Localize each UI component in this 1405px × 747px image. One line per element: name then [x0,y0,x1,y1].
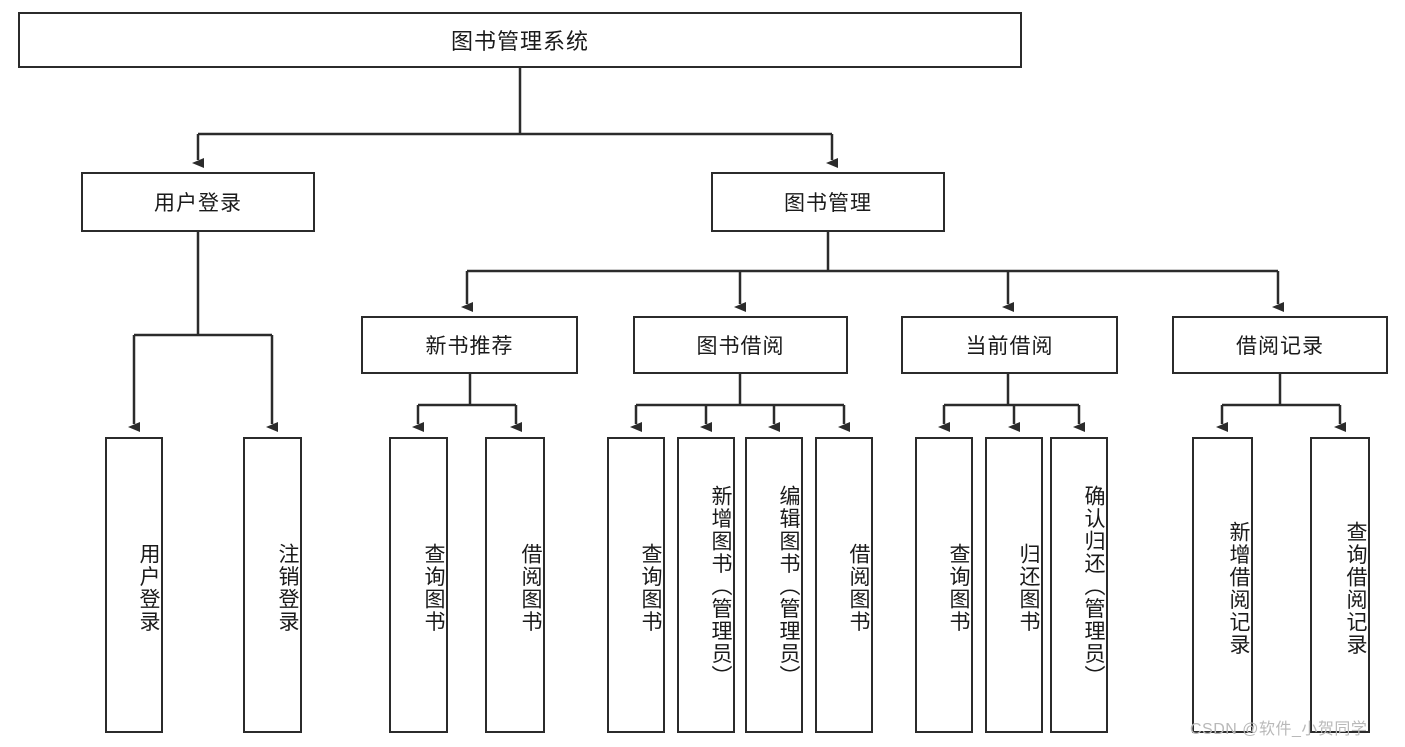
leaf-borrow-book[interactable]: 借阅图书 [815,437,873,733]
node-label: 借阅图书 [847,543,870,633]
node-label: 查询图书 [422,543,445,633]
node-label: 注销登录 [276,543,299,633]
node-label: 新增借阅记录 [1227,520,1250,656]
node-new-book-recommend[interactable]: 新书推荐 [361,316,578,374]
node-label: 新书推荐 [425,335,514,358]
leaf-query-book-borrow[interactable]: 查询图书 [607,437,665,733]
node-label: 图书管理 [784,192,872,215]
leaf-confirm-return-admin[interactable]: 确认归还（管理员） [1050,437,1108,733]
leaf-query-borrow-record[interactable]: 查询借阅记录 [1310,437,1370,733]
leaf-user-login[interactable]: 用户登录 [105,437,163,733]
node-label: 图书借阅 [696,335,785,358]
node-label: 归还图书 [1017,543,1040,633]
node-label: 用户登录 [137,543,160,633]
node-root-system[interactable]: 图书管理系统 [18,12,1022,68]
node-book-borrow[interactable]: 图书借阅 [633,316,848,374]
node-label: 查询图书 [639,543,662,633]
node-label: 查询借阅记录 [1344,520,1367,656]
node-label: 确认归还（管理员） [1082,484,1105,688]
leaf-logout[interactable]: 注销登录 [243,437,302,733]
leaf-query-book-current[interactable]: 查询图书 [915,437,973,733]
node-user-login[interactable]: 用户登录 [81,172,315,232]
node-label: 借阅记录 [1236,335,1324,358]
leaf-add-borrow-record[interactable]: 新增借阅记录 [1192,437,1253,733]
node-label: 查询图书 [947,543,970,633]
node-label: 编辑图书（管理员） [777,484,800,688]
node-label: 新增图书（管理员） [709,484,732,688]
leaf-borrow-book-recommend[interactable]: 借阅图书 [485,437,545,733]
node-label: 用户登录 [154,192,242,215]
node-label: 借阅图书 [519,543,542,633]
leaf-return-book[interactable]: 归还图书 [985,437,1043,733]
node-label: 当前借阅 [965,335,1054,358]
node-current-borrow[interactable]: 当前借阅 [901,316,1118,374]
node-label: 图书管理系统 [450,29,589,54]
leaf-query-book-recommend[interactable]: 查询图书 [389,437,448,733]
node-borrow-record[interactable]: 借阅记录 [1172,316,1388,374]
leaf-edit-book-admin[interactable]: 编辑图书（管理员） [745,437,803,733]
watermark: CSDN @软件_小贺同学 [1190,721,1368,738]
leaf-add-book-admin[interactable]: 新增图书（管理员） [677,437,735,733]
node-book-management[interactable]: 图书管理 [711,172,945,232]
